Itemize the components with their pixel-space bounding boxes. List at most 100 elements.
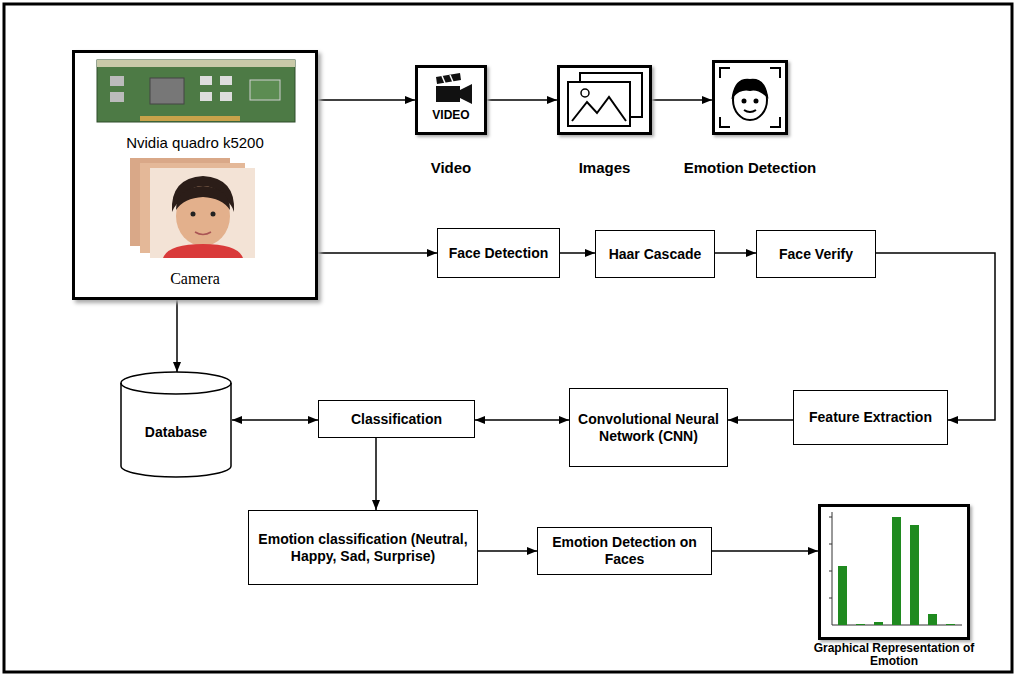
device-caption: Nvidia quadro k5200 (122, 133, 268, 153)
camera-lens (460, 84, 472, 104)
database-cylinder: Database (120, 372, 232, 478)
connector-arrow (728, 419, 793, 421)
icon-box: Images (557, 65, 652, 135)
cylinder-body (121, 372, 231, 477)
connector-arrow (715, 252, 756, 254)
bar (874, 622, 883, 625)
cylinder-rim (121, 383, 231, 394)
bar (946, 624, 955, 625)
chip (200, 76, 212, 85)
connector-arrow (318, 252, 437, 254)
images-icon (568, 73, 642, 126)
corner-bracket (720, 68, 730, 78)
box-label: Feature Extraction (809, 409, 932, 426)
connector-arrow (652, 99, 712, 101)
connector-arrow (318, 99, 415, 101)
chip (150, 78, 184, 104)
icon-box: Emotion Detection (712, 60, 788, 135)
fringe (176, 186, 230, 210)
eye (755, 100, 758, 103)
box-label: Face Verify (779, 246, 853, 263)
chip (110, 76, 124, 86)
icon-label: Emotion Detection (684, 159, 817, 177)
icon-label: Images (579, 159, 631, 177)
video-icon (436, 73, 472, 104)
child-photo (130, 158, 255, 258)
connector-arrow (487, 99, 557, 101)
eye (743, 100, 746, 103)
tick (829, 598, 832, 599)
mouth (195, 232, 211, 235)
box-label: Emotion classification (Neutral, Happy, … (257, 531, 469, 565)
bar (910, 525, 919, 625)
chip (110, 92, 124, 102)
hardware-box: Nvidia quadro k5200Camera (72, 50, 318, 300)
outer-frame (4, 4, 1012, 672)
bar (838, 566, 847, 625)
process-box: Convolutional Neural Network (CNN) (569, 388, 728, 467)
chip (250, 80, 280, 100)
corner-bracket (770, 117, 780, 127)
connector-arrow (712, 550, 818, 552)
box-label: Haar Cascade (609, 246, 702, 263)
clapper (436, 73, 461, 84)
tick (829, 571, 832, 572)
process-box: Face Detection (437, 228, 560, 278)
face (176, 186, 230, 246)
box-label: Emotion Detection on Faces (546, 534, 703, 568)
box-label: Face Detection (449, 245, 549, 262)
pcb-edge (97, 60, 295, 67)
eye (191, 212, 196, 217)
camera-caption: Camera (75, 269, 315, 289)
box-label: Classification (351, 411, 442, 428)
clapper-stripe (442, 76, 445, 83)
photo-front (150, 168, 255, 258)
bar (856, 624, 865, 625)
box-label: Database (145, 424, 207, 441)
process-box: Classification (318, 400, 475, 438)
clapper-stripe (450, 75, 453, 82)
icon-label: Video (431, 159, 472, 177)
process-box: Emotion Detection on Faces (537, 527, 712, 575)
chart-box: Graphical Representation of Emotion (818, 504, 970, 640)
connector-arrow (232, 419, 318, 421)
pcb (97, 60, 295, 122)
chip (220, 76, 232, 85)
corner-bracket (770, 68, 780, 78)
connector-arrow (375, 438, 377, 510)
tick (829, 517, 832, 518)
chip (220, 92, 232, 101)
bar (928, 614, 937, 625)
process-box: Feature Extraction (793, 390, 948, 445)
front-frame (568, 82, 630, 126)
eye (211, 212, 216, 217)
connector-arrow (176, 300, 178, 372)
gpu-board-picture (97, 60, 295, 122)
process-box: Haar Cascade (595, 230, 715, 278)
hair (733, 80, 767, 96)
connector-arrow (475, 419, 569, 421)
y-axis (832, 512, 833, 625)
mountains (572, 97, 626, 121)
icon-box: VIDEOVideo (415, 65, 487, 135)
chip (200, 92, 212, 101)
connector-arrow (560, 252, 595, 254)
icon-text: VIDEO (418, 108, 484, 122)
head (733, 80, 767, 120)
process-box: Emotion classification (Neutral, Happy, … (248, 510, 478, 585)
chart-caption: Graphical Representation of Emotion (809, 642, 979, 668)
tick (829, 544, 832, 545)
bar-chart-picture (829, 512, 962, 625)
shirt (163, 244, 243, 258)
gold-contacts (140, 116, 240, 121)
sun (581, 89, 589, 97)
bar (892, 517, 901, 625)
corner-bracket (720, 117, 730, 127)
box-label: Convolutional Neural Network (CNN) (578, 411, 719, 445)
camera-body (436, 86, 460, 102)
process-box: Face Verify (756, 230, 876, 278)
connector-arrow (478, 550, 537, 552)
